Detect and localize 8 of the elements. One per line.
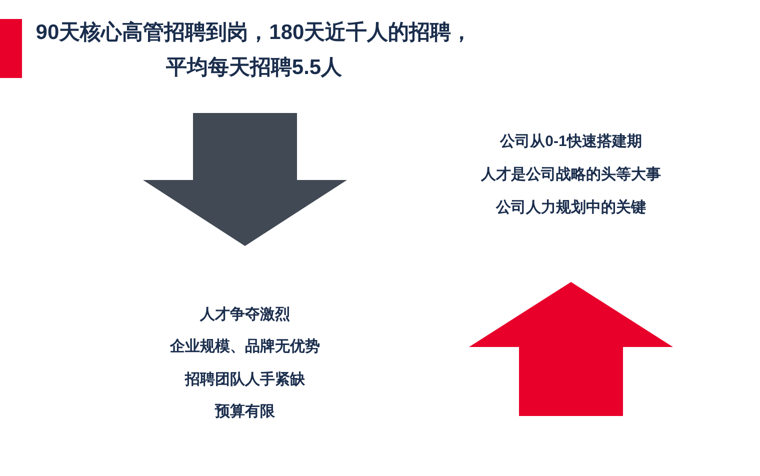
text-line: 公司从0-1快速搭建期 [500, 133, 642, 151]
text-line: 招聘团队人手紧缺 [185, 371, 305, 389]
text-line: 预算有限 [215, 403, 275, 421]
text-line: 人才是公司战略的头等大事 [481, 166, 661, 184]
text-line: 人才争夺激烈 [200, 306, 290, 324]
slide-title: 90天核心高管招聘到岗，180天近千人的招聘，平均每天招聘5.5人 [34, 20, 474, 81]
text-line: 公司人力规划中的关键 [496, 199, 646, 217]
text-line: 企业规模、品牌无优势 [170, 338, 320, 356]
